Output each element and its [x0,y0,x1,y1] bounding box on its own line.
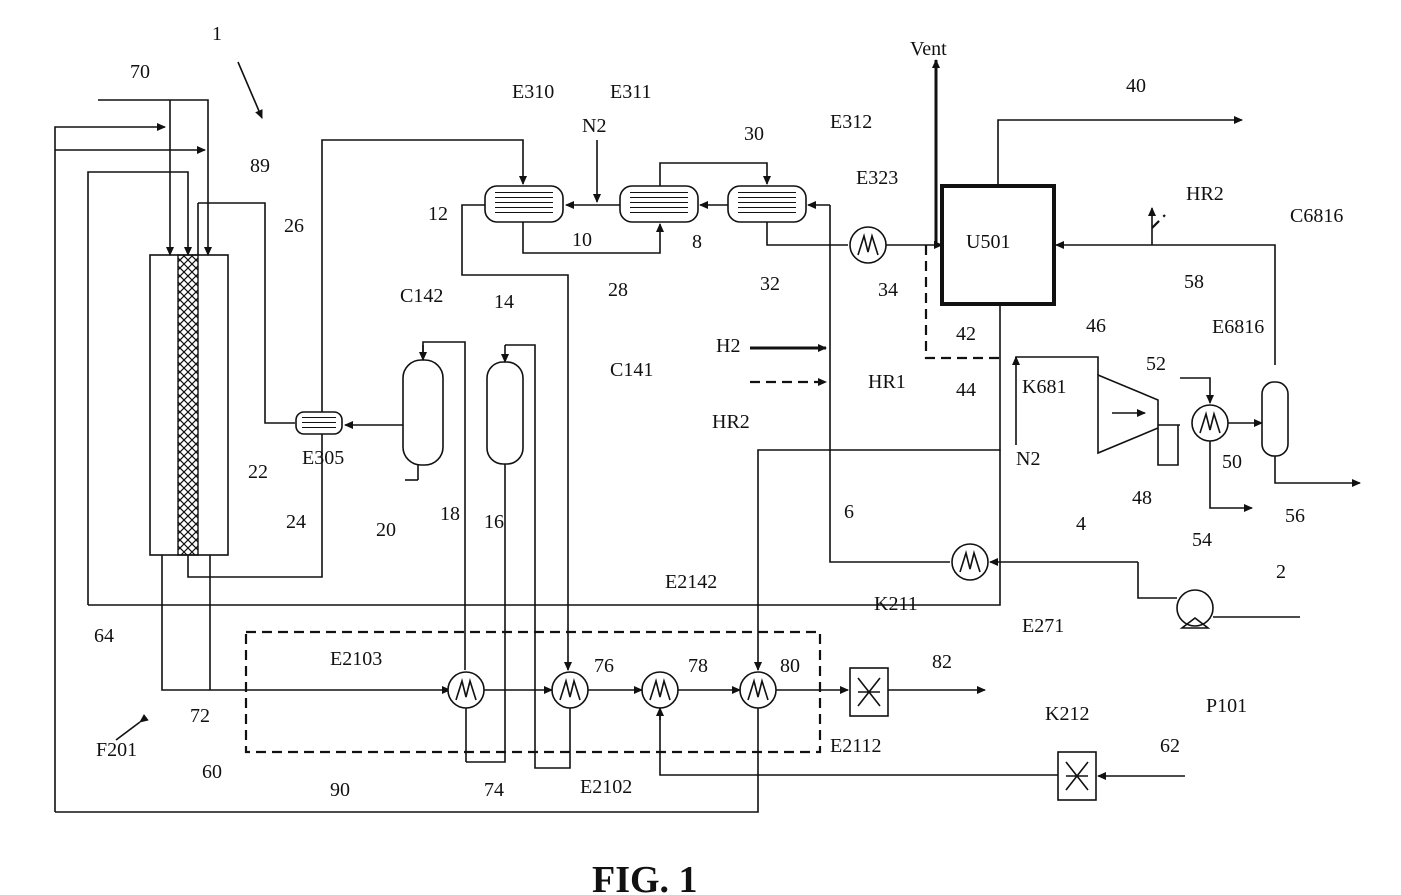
exchanger-e2142 [642,672,678,708]
stream-58: 58 [1184,271,1204,293]
label-n2-bottom: N2 [1016,448,1040,470]
stream-22: 22 [248,461,268,483]
label-e271: E271 [1022,615,1064,637]
label-hr1: HR1 [868,371,906,393]
exchanger-e2103 [448,672,484,708]
compressor-k681 [1098,375,1158,453]
pump-p101 [1177,590,1213,628]
furnace-f201 [150,255,228,555]
exchanger-e305 [296,412,342,434]
stream-26: 26 [284,215,304,237]
label-u501: U501 [966,231,1010,253]
stream-28: 28 [608,279,628,301]
figure-caption: FIG. 1 [592,859,698,895]
label-f201: F201 [96,739,137,761]
stream-82: 82 [932,651,952,673]
label-hr2-top: HR2 [1186,183,1224,205]
stream-44: 44 [956,379,976,401]
stream-1: 1 [212,23,222,45]
stream-48: 48 [1132,487,1152,509]
label-e6816: E6816 [1212,316,1264,338]
stream-78: 78 [688,655,708,677]
label-e305: E305 [302,447,344,469]
fan-k212 [1058,752,1096,800]
heater-e323 [850,227,886,263]
vessel-c6816 [1262,382,1288,456]
label-c6816: C6816 [1290,205,1343,227]
label-e2112: E2112 [830,735,881,757]
stream-6: 6 [844,501,854,523]
label-e310: E310 [512,81,554,103]
label-k211: K211 [874,593,918,615]
stream-30: 30 [744,123,764,145]
label-e2103: E2103 [330,648,382,670]
label-k681: K681 [1022,376,1066,398]
vessel-c141 [487,362,523,464]
stream-24: 24 [286,511,306,533]
stream-62: 62 [1160,735,1180,757]
label-h2: H2 [716,335,740,357]
stream-18: 18 [440,503,460,525]
stream-56: 56 [1285,505,1305,527]
stream-4: 4 [1076,513,1086,535]
label-e2142: E2142 [665,571,717,593]
label-e312: E312 [830,111,872,133]
stream-50: 50 [1222,451,1242,473]
stream-34: 34 [878,279,898,301]
stream-80: 80 [780,655,800,677]
stream-76: 76 [594,655,614,677]
stream-60: 60 [202,761,222,783]
stream-14: 14 [494,291,514,313]
stream-90: 90 [330,779,350,801]
label-c141: C141 [610,359,653,381]
stream-32: 32 [760,273,780,295]
label-hr2-left: HR2 [712,411,750,433]
stream-20: 20 [376,519,396,541]
stream-40: 40 [1126,75,1146,97]
stream-52: 52 [1146,353,1166,375]
stream-46: 46 [1086,315,1106,337]
exchanger-e6816 [1192,405,1228,441]
label-e2102: E2102 [580,776,632,798]
stream-12: 12 [428,203,448,225]
stream-10: 10 [572,229,592,251]
label-k212: K212 [1045,703,1089,725]
exchanger-e312 [728,186,806,222]
heater-e271 [952,544,988,580]
stream-8: 8 [692,231,702,253]
stream-42: 42 [956,323,976,345]
vessel-c142 [403,360,443,465]
exchanger-e310 [485,186,563,222]
stream-2: 2 [1276,561,1286,583]
stream-70: 70 [130,61,150,83]
exchanger-e311 [620,186,698,222]
label-p101: P101 [1206,695,1247,717]
stream-64: 64 [94,625,114,647]
label-c142: C142 [400,285,443,307]
stream-16: 16 [484,511,504,533]
label-e311: E311 [610,81,651,103]
label-e323: E323 [856,167,898,189]
label-vent: Vent [910,38,947,60]
stream-74: 74 [484,779,504,801]
fan-k211 [850,668,888,716]
stream-72: 72 [190,705,210,727]
stream-54: 54 [1192,529,1212,551]
exchanger-e2112 [740,672,776,708]
stream-89: 89 [250,155,270,177]
exchanger-e2102 [552,672,588,708]
label-n2-top: N2 [582,115,606,137]
